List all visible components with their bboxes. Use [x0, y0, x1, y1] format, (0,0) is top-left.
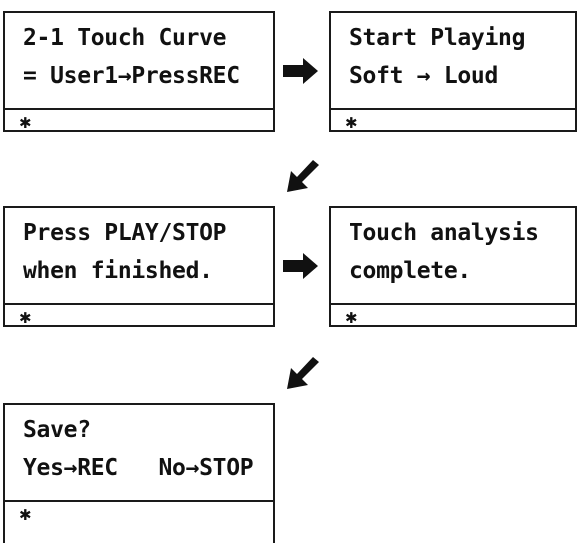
lcd-panel-touch-curve: 2-1 Touch Curve = User1→PressREC ✱ [3, 11, 275, 132]
lcd-panel-touch-analysis: Touch analysis complete. ✱ [329, 206, 577, 327]
bluetooth-icon: ✱ [345, 309, 358, 327]
lcd-line-1: 2-1 Touch Curve [23, 25, 227, 51]
lcd-line-1: Touch analysis [349, 220, 539, 246]
bluetooth-icon: ✱ [19, 114, 32, 132]
lcd-divider [5, 500, 273, 502]
arrow-down-left-icon [287, 160, 319, 192]
lcd-divider [5, 108, 273, 110]
lcd-line-2: Yes→REC No→STOP [23, 455, 254, 481]
lcd-panel-press-play-stop: Press PLAY/STOP when finished. ✱ [3, 206, 275, 327]
bluetooth-icon: ✱ [19, 506, 32, 524]
lcd-line-1: Save? [23, 417, 91, 443]
lcd-divider [331, 108, 575, 110]
lcd-line-1: Press PLAY/STOP [23, 220, 227, 246]
lcd-line-2: Soft → Loud [349, 63, 499, 89]
lcd-line-2: when finished. [23, 258, 213, 284]
arrow-right-icon [283, 58, 318, 84]
arrow-down-left-icon [287, 357, 319, 389]
lcd-divider [5, 303, 273, 305]
lcd-line-2: complete. [349, 258, 471, 284]
lcd-panel-start-playing: Start Playing Soft → Loud ✱ [329, 11, 577, 132]
lcd-line-2: = User1→PressREC [23, 63, 240, 89]
bluetooth-icon: ✱ [19, 309, 32, 327]
lcd-line-1: Start Playing [349, 25, 526, 51]
lcd-panel-save: Save? Yes→REC No→STOP ✱ [3, 403, 275, 543]
bluetooth-icon: ✱ [345, 114, 358, 132]
arrow-right-icon [283, 253, 318, 279]
lcd-divider [331, 303, 575, 305]
